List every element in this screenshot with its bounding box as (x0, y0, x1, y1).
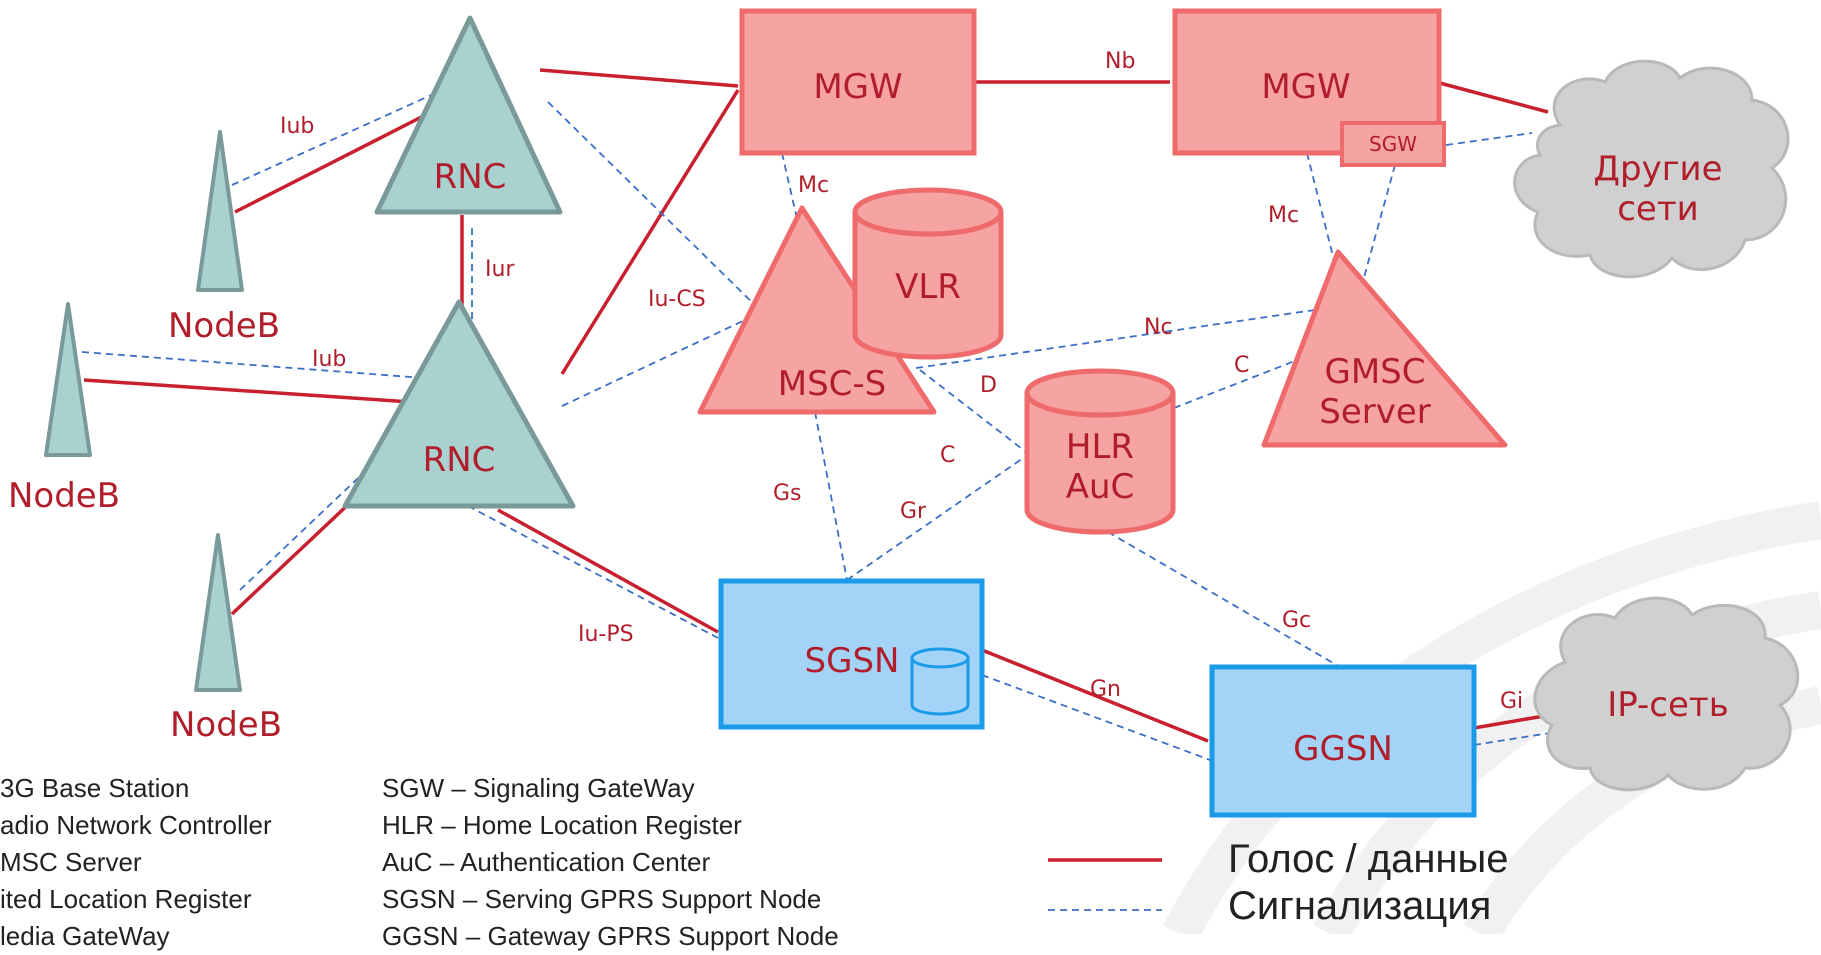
signal-line-rnc-top-msc (547, 101, 763, 313)
vlr-label: VLR (895, 267, 961, 307)
cloud-other-line2: сети (1617, 189, 1699, 229)
iface-iu-ps: Iu-PS (578, 622, 634, 647)
legend-right-item: GGSN – Gateway GPRS Support Node (382, 921, 839, 951)
iface-mc-right: Mc (1268, 203, 1299, 228)
signal-line-nodeb2-rnc-top (231, 91, 439, 186)
iface-gc: Gc (1282, 608, 1311, 633)
iface-iu-cs: Iu-CS (648, 287, 706, 312)
nodeb-1 (44, 302, 92, 457)
sgsn-database-icon (910, 647, 970, 716)
key-voice-label: Голос / данные (1228, 837, 1509, 881)
gmsc-label-line2: Server (1319, 392, 1431, 432)
signal-line-ggsn-cloud (1473, 732, 1551, 746)
signal-line-sgw-cloud (1445, 132, 1533, 146)
legend-left: 3G Base Station adio Network Controller … (0, 770, 272, 955)
voice-line-nodeb2-rnc-top (234, 103, 446, 214)
signal-line-msc-hlr (919, 369, 1027, 453)
rnc-top-label: RNC (434, 157, 507, 197)
voice-line-sgsn-ggsn (981, 648, 1209, 743)
signal-line-sgw-gmsc (1359, 164, 1396, 293)
legend-left-item: 3G Base Station (0, 773, 190, 803)
cloud-other-line1: Другие (1593, 149, 1722, 189)
signal-line-rnc-bottom-msc (561, 311, 763, 407)
iface-gr: Gr (900, 499, 927, 524)
hlr-auc: HLR AuC (1024, 368, 1176, 535)
nodeb-2-label: NodeB (168, 306, 280, 346)
voice-line-nodeb1-rnc-bottom (83, 378, 457, 407)
iface-c-right: C (1234, 353, 1249, 378)
iface-iur: Iur (485, 257, 515, 282)
nodeb-2 (196, 130, 244, 292)
nodeb-3 (194, 533, 242, 692)
voice-line-rnc-bottom-mgw1 (560, 89, 740, 375)
sgsn: SGSN (718, 578, 985, 730)
vlr: VLR (852, 187, 1004, 360)
nodeb-1-label: NodeB (8, 476, 120, 516)
mgw-1-label: MGW (813, 67, 902, 107)
cloud-other-networks: Другие сети (1513, 59, 1790, 279)
iface-d: D (980, 373, 997, 398)
signal-line-msc-sgsn (814, 411, 848, 581)
ggsn: GGSN (1209, 664, 1477, 818)
legend-left-item: ledia GateWay (0, 921, 170, 951)
voice-line-mgw2-cloud (1435, 80, 1549, 114)
signal-line-nodeb1-rnc-bottom (81, 351, 451, 381)
sgw-label: SGW (1369, 132, 1417, 156)
gmsc-server: GMSC Server (1261, 249, 1508, 448)
signal-line-rnc-bottom-sgsn (467, 505, 719, 639)
voice-line-ggsn-cloud (1473, 713, 1551, 730)
nodeb-3-label: NodeB (170, 705, 282, 745)
sgw-box: SGW (1340, 121, 1446, 167)
cloud-ip-network: IP-сеть (1533, 596, 1800, 792)
gmsc-label-line1: GMSC (1324, 352, 1425, 392)
signal-line-mgw1-msc (781, 152, 801, 233)
legend-right: SGW – Signaling GateWay HLR – Home Locat… (382, 770, 839, 955)
iface-mc-left: Mc (798, 173, 829, 198)
mgw-2-label: MGW (1261, 67, 1350, 107)
rnc-bottom-label: RNC (423, 440, 496, 480)
iface-iub-top: Iub (280, 114, 314, 139)
iface-gi: Gi (1500, 689, 1523, 714)
voice-lines (83, 68, 1551, 743)
iface-gs: Gs (773, 481, 802, 506)
iface-c-mid: C (940, 443, 955, 468)
legend-left-item: adio Network Controller (0, 810, 272, 840)
rnc-bottom: RNC (342, 299, 576, 509)
iface-iub-mid: Iub (312, 347, 346, 372)
voice-line-rnc-top-mgw1 (539, 68, 739, 88)
legend-left-item: MSC Server (0, 847, 142, 877)
signal-line-hlr-ggsn (1107, 531, 1341, 668)
iface-nc: Nc (1144, 315, 1173, 340)
ggsn-label: GGSN (1293, 729, 1393, 769)
key-signal-label: Сигнализация (1228, 884, 1492, 928)
legend-right-item: SGW – Signaling GateWay (382, 773, 695, 803)
msc-s: MSC-S (697, 205, 937, 415)
hlr-label-line2: AuC (1066, 467, 1135, 507)
legend-left-item: ited Location Register (0, 884, 252, 914)
signal-line-sgsn-hlr (846, 455, 1027, 581)
legend-right-item: SGSN – Serving GPRS Support Node (382, 884, 822, 914)
network-diagram: Другие сети IP-сеть RNC RNC NodeB NodeB … (8, 8, 1821, 934)
legend-right-item: HLR – Home Location Register (382, 810, 742, 840)
cloud-ip-label: IP-сеть (1607, 685, 1729, 725)
iface-gn: Gn (1090, 677, 1121, 702)
voice-line-rnc-bottom-sgsn (497, 508, 719, 634)
sgsn-label: SGSN (805, 641, 900, 681)
rnc-top: RNC (374, 15, 563, 215)
msc-s-label: MSC-S (778, 364, 887, 404)
legend-right-item: AuC – Authentication Center (382, 847, 711, 877)
hlr-label-line1: HLR (1066, 427, 1134, 467)
mgw-1: MGW (739, 8, 977, 156)
signal-line-sgsn-ggsn (981, 674, 1211, 761)
iface-nb: Nb (1105, 49, 1135, 74)
